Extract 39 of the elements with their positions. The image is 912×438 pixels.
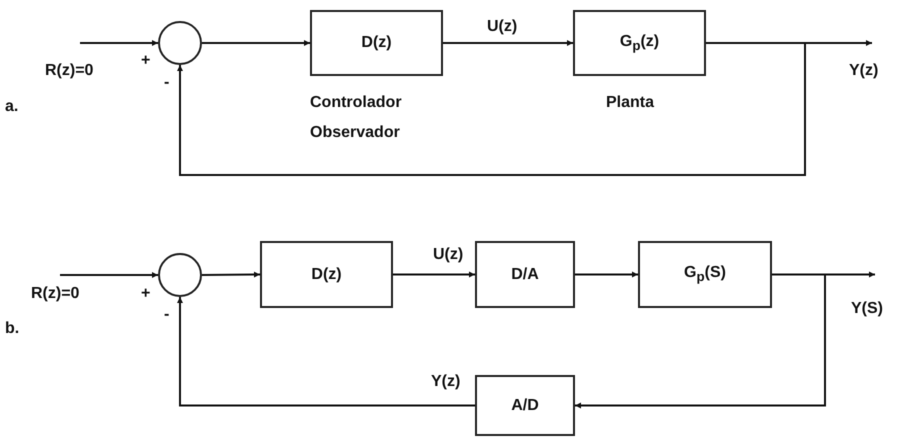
block-label: G$_{p}$(z) xyxy=(620,32,660,54)
block-label: D(z) xyxy=(311,266,342,284)
signal-arrow xyxy=(80,40,158,46)
sign-label: + xyxy=(141,285,150,304)
signal-label: Y(S) xyxy=(850,300,884,318)
block-box xyxy=(310,10,443,76)
signal-label: U(z) xyxy=(486,18,518,36)
sign-label: + xyxy=(141,52,150,70)
feedback-arrow xyxy=(177,297,475,406)
block-box xyxy=(260,241,393,308)
feedback-arrow xyxy=(177,42,806,176)
block-box xyxy=(475,241,575,308)
feedback-arrow xyxy=(575,274,826,408)
signal-label: Y(z) xyxy=(848,62,880,80)
block-caption: Controlador Observador xyxy=(310,93,403,143)
sign-label: - xyxy=(164,74,170,92)
block-label: A/D xyxy=(511,396,539,414)
block-box xyxy=(573,10,706,76)
signal-label: R(z)=0 xyxy=(30,285,80,303)
block-caption: Planta xyxy=(606,93,656,113)
signal-label: U(z) xyxy=(432,246,464,264)
signal-label: R(z)=0 xyxy=(44,62,94,80)
block-box xyxy=(638,241,772,308)
panel-label: a. xyxy=(5,98,18,116)
summing-junction xyxy=(158,253,202,297)
block-label: G$_{p}$(S) xyxy=(684,264,726,285)
summing-junction xyxy=(158,21,202,65)
block-label: D/A xyxy=(511,266,539,284)
arrow xyxy=(393,272,475,278)
signal-arrow xyxy=(60,272,158,278)
block-box xyxy=(475,375,575,436)
panel-label: b. xyxy=(5,320,20,338)
signal-label: Y(z) xyxy=(430,373,462,391)
block-label: D(z) xyxy=(361,34,392,52)
arrow xyxy=(443,40,573,46)
sign-label: - xyxy=(164,306,170,324)
arrow xyxy=(202,40,310,46)
arrow xyxy=(575,272,638,278)
arrow xyxy=(202,272,260,278)
